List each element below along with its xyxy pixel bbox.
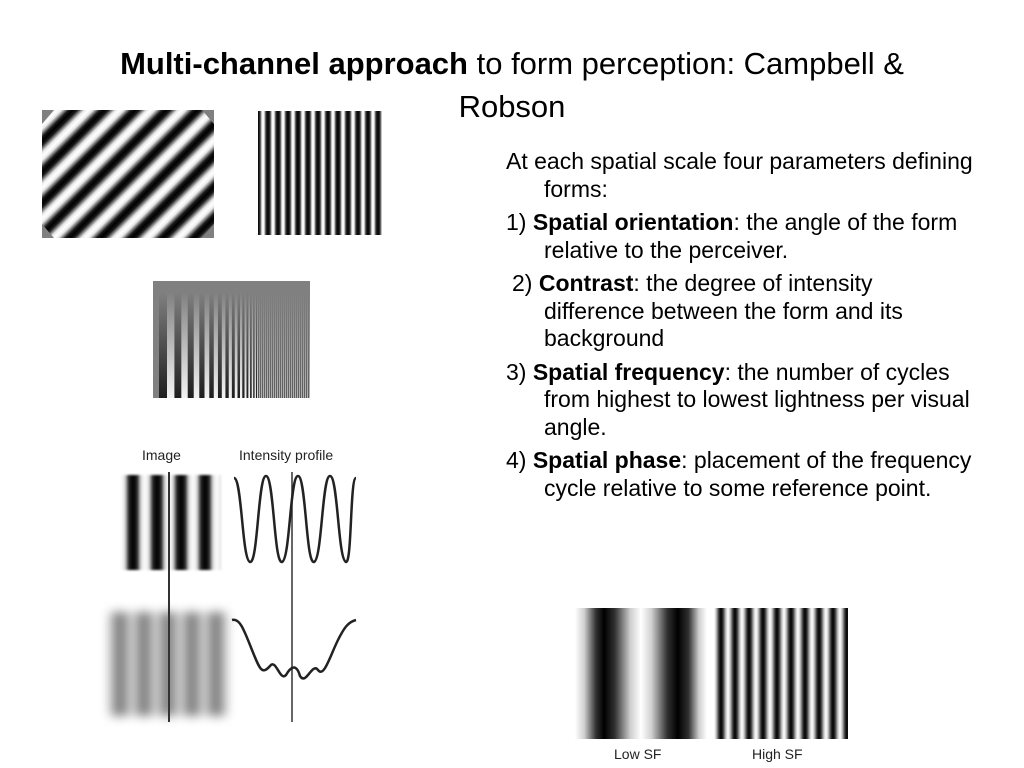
slide-title: Multi-channel approach to form perceptio… xyxy=(70,42,954,128)
item-text: : placement of the frequency cycle relat… xyxy=(544,447,972,501)
parameter-item-orientation: 1) Spatial orientation: the angle of the… xyxy=(506,209,976,264)
high-sf-grating-image xyxy=(714,608,848,739)
low-sf-grating-image xyxy=(575,608,707,739)
body-text: At each spatial scale four parameters de… xyxy=(506,148,976,508)
intro-paragraph: At each spatial scale four parameters de… xyxy=(506,148,973,202)
parameter-item-contrast: 2) Contrast: the degree of intensity dif… xyxy=(506,270,976,353)
item-prefix: 4) xyxy=(506,447,533,473)
title-rest: to form perception: Campbell & Robson xyxy=(458,46,904,124)
image-label: Image xyxy=(142,447,181,463)
item-prefix: 1) xyxy=(506,209,533,235)
item-term: Contrast xyxy=(538,270,634,296)
parameter-item-frequency: 3) Spatial frequency: the number of cycl… xyxy=(506,359,976,442)
item-prefix: 3) xyxy=(506,358,533,385)
high-sf-label: High SF xyxy=(752,746,803,762)
reference-line-image xyxy=(168,472,170,722)
campbell-robson-chart xyxy=(153,281,310,398)
vertical-grating-image xyxy=(258,111,382,235)
item-term: Spatial frequency xyxy=(532,358,725,385)
oriented-grating-image xyxy=(42,110,214,238)
item-term: Spatial phase xyxy=(532,447,682,473)
item-prefix: 2) xyxy=(512,270,539,296)
intensity-profile-label: Intensity profile xyxy=(239,447,334,463)
sharp-grating-image xyxy=(121,475,221,570)
item-text: : the number of cycles from highest to l… xyxy=(544,358,970,440)
low-sf-label: Low SF xyxy=(614,746,662,762)
intensity-profile-plots xyxy=(231,472,358,722)
item-text: : the angle of the form relative to the … xyxy=(544,209,958,263)
parameter-item-phase: 4) Spatial phase: placement of the frequ… xyxy=(506,447,976,502)
item-term: Spatial orientation xyxy=(532,209,734,235)
item-text: : the degree of intensity difference bet… xyxy=(544,270,903,351)
title-bold: Multi-channel approach xyxy=(120,46,468,81)
